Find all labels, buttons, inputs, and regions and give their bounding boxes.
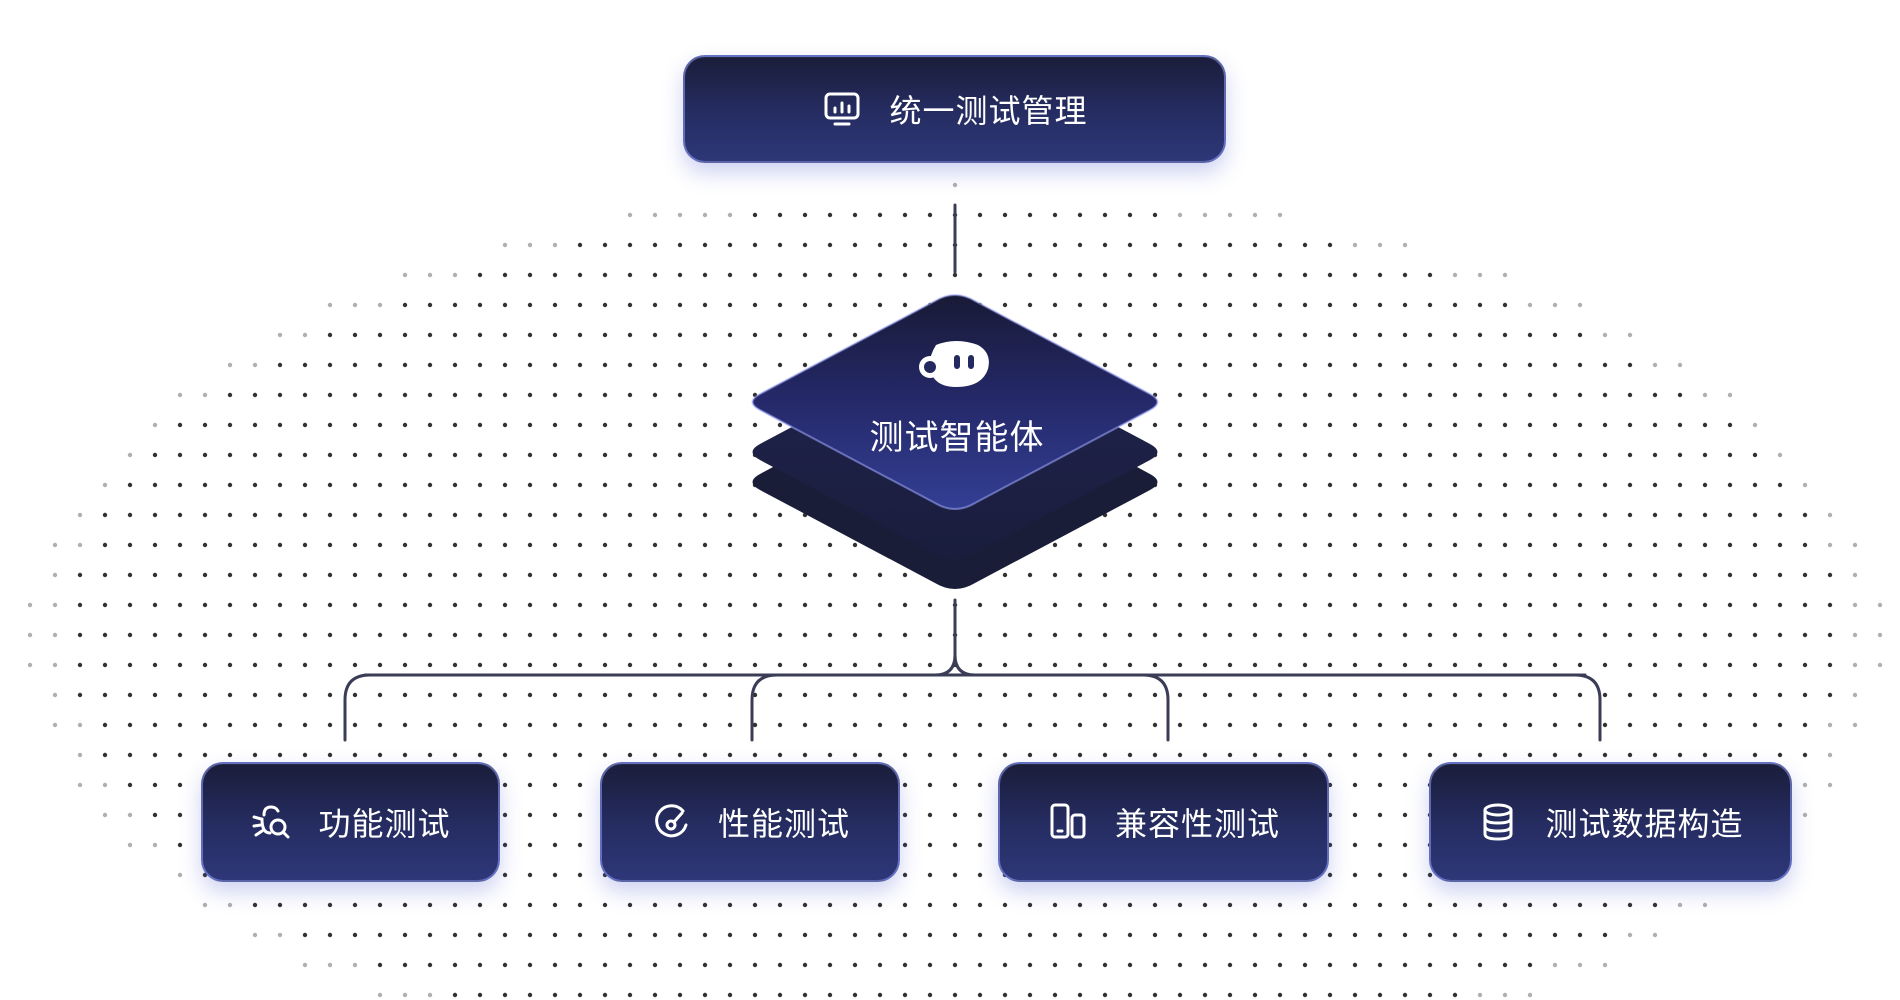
agent-layer-top xyxy=(751,293,1159,511)
devices-icon xyxy=(1047,801,1089,843)
gauge-icon xyxy=(650,801,692,843)
node-label: 功能测试 xyxy=(318,805,451,843)
database-icon xyxy=(1477,801,1519,843)
node-label: 测试数据构造 xyxy=(1545,805,1744,843)
node-unified-test-management[interactable]: 统一测试管理 xyxy=(683,55,1226,163)
connector-to-compat xyxy=(1141,673,1170,742)
node-label: 性能测试 xyxy=(717,805,850,843)
agent-title: 测试智能体 xyxy=(869,418,1045,458)
monitor-chart-icon xyxy=(821,88,863,130)
robot-face-icon xyxy=(919,341,989,387)
bug-search-icon xyxy=(250,801,292,843)
node-test-data-construction[interactable]: 测试数据构造 xyxy=(1429,762,1792,882)
node-performance-test[interactable]: 性能测试 xyxy=(600,762,900,882)
node-functional-test[interactable]: 功能测试 xyxy=(201,762,500,882)
node-label: 统一测试管理 xyxy=(889,92,1088,130)
connector-to-perf xyxy=(750,673,779,742)
connector-to-func xyxy=(343,673,372,742)
connector-to-data xyxy=(1573,673,1602,742)
node-label: 兼容性测试 xyxy=(1114,805,1280,843)
node-compatibility-test[interactable]: 兼容性测试 xyxy=(998,762,1329,882)
